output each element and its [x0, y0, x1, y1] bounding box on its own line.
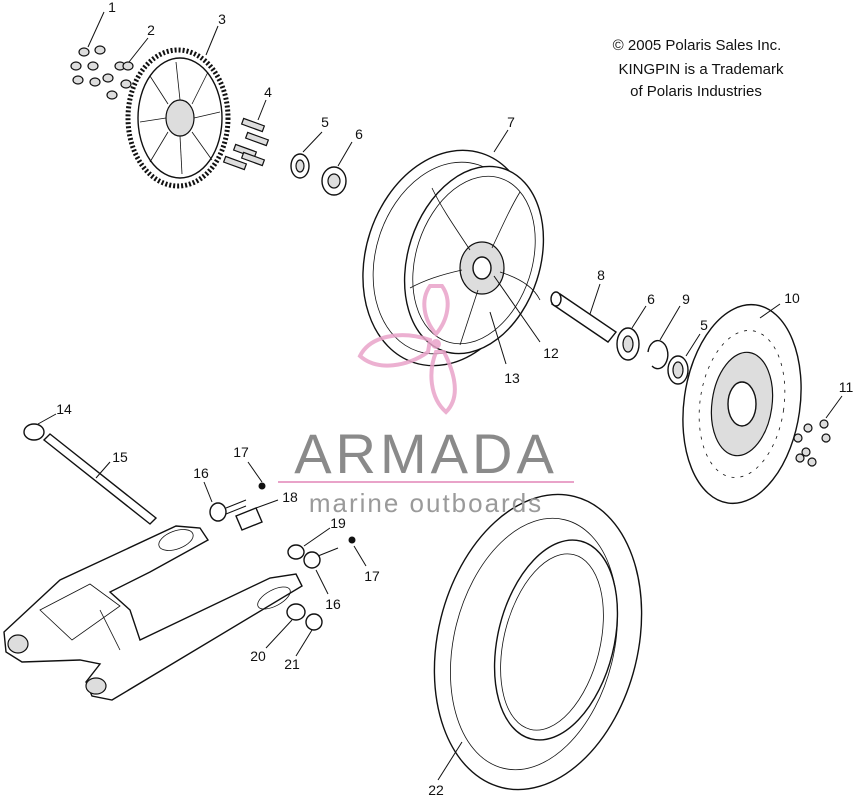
- nut-21: [305, 613, 323, 631]
- seal-right: [667, 355, 689, 385]
- callout-6-upper: 6: [355, 126, 363, 142]
- bushing-lower: [303, 547, 339, 569]
- sleeve-upper: [235, 507, 263, 531]
- callout-10: 10: [784, 290, 800, 306]
- copyright-line-2: KINGPIN is a Trademark: [618, 61, 784, 78]
- callout-7: 7: [507, 114, 515, 130]
- grease-fitting-upper: [258, 482, 266, 490]
- callout-20: 20: [250, 648, 266, 664]
- callout-11: 11: [839, 379, 853, 395]
- copyright-line-1: © 2005 Polaris Sales Inc.: [613, 37, 782, 54]
- callout-18: 18: [282, 489, 298, 505]
- nuts-cluster: [70, 45, 134, 100]
- callout-2: 2: [147, 22, 155, 38]
- copyright-line-3: of Polaris Industries: [630, 83, 762, 100]
- callout-15: 15: [112, 449, 128, 465]
- sleeve-lower: [287, 544, 305, 560]
- seal-left: [290, 153, 310, 179]
- swingarm: [3, 525, 303, 701]
- callout-5-upper: 5: [321, 114, 329, 130]
- callout-5-lower: 5: [700, 317, 708, 333]
- callout-21: 21: [284, 656, 300, 672]
- callout-17-lower: 17: [364, 568, 380, 584]
- callout-1: 1: [108, 0, 116, 15]
- callout-16-lower: 16: [325, 596, 341, 612]
- bushing-upper: [209, 499, 247, 522]
- callout-4: 4: [264, 84, 272, 100]
- rear-axle: [42, 433, 158, 525]
- bearing-right: [616, 327, 640, 361]
- callout-3: 3: [218, 11, 226, 27]
- brake-disc: [682, 303, 802, 505]
- callout-6-lower: 6: [647, 291, 655, 307]
- callout-19: 19: [330, 515, 346, 531]
- callout-8: 8: [597, 267, 605, 283]
- callout-9: 9: [682, 291, 690, 307]
- watermark-brand: ARMADA: [294, 422, 558, 485]
- callout-14: 14: [56, 401, 72, 417]
- rear-wheel: [362, 149, 545, 367]
- circlip: [647, 339, 669, 370]
- callout-17-upper: 17: [233, 444, 249, 460]
- callout-16-upper: 16: [193, 465, 209, 481]
- callout-22: 22: [428, 782, 444, 796]
- callout-13: 13: [504, 370, 520, 386]
- adjuster-20: [286, 603, 306, 621]
- grease-fitting-lower: [348, 536, 356, 544]
- studs: [222, 117, 270, 171]
- sprocket: [125, 47, 231, 189]
- axle-cap: [23, 423, 45, 441]
- watermark-tagline: marine outboards: [309, 488, 543, 518]
- disc-bolts: [793, 419, 831, 467]
- spacer-tube: [550, 291, 618, 343]
- callout-12: 12: [543, 345, 559, 361]
- bearing-left: [321, 166, 347, 196]
- watermark-logo: [357, 284, 457, 415]
- rear-tire: [433, 493, 643, 791]
